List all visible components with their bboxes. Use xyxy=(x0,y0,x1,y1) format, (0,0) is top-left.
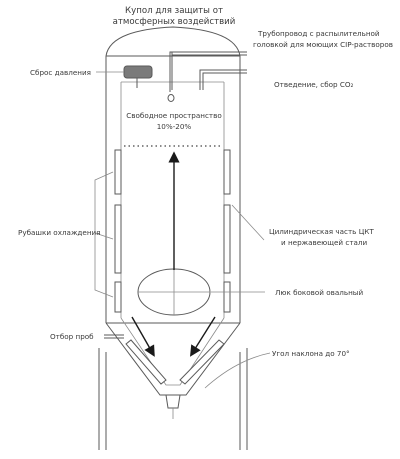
label-free-space-line2: 10%-20% xyxy=(157,122,192,131)
flow-arrow-left-down xyxy=(131,316,155,357)
label-free-space-line1: Свободное пространство xyxy=(126,111,222,120)
co2-pipe-inner xyxy=(202,72,247,90)
leader-lines xyxy=(94,71,271,389)
top-pipes xyxy=(123,51,247,102)
leader-cylinder xyxy=(231,204,265,241)
tank-legs xyxy=(98,348,248,450)
jacket-cone-left xyxy=(125,339,167,385)
cooling-jackets xyxy=(114,149,231,385)
label-cip-line1: Трубопровод с распылительной xyxy=(257,29,380,38)
label-cooling-jackets: Рубашки охлаждения xyxy=(18,228,101,237)
bottom-outlet xyxy=(165,394,181,409)
flow-arrow-right-down xyxy=(190,316,216,357)
jacket-cone-right xyxy=(179,339,225,385)
co2-pipe xyxy=(199,69,247,90)
flow-arrows xyxy=(131,151,216,357)
spray-head xyxy=(167,94,175,102)
label-sampling: Отбор проб xyxy=(50,332,94,341)
jacket-left-1 xyxy=(114,149,122,195)
label-pressure-relief: Сброс давления xyxy=(30,68,91,77)
label-cylinder-line1: Цилиндрическая часть ЦКТ xyxy=(269,227,374,236)
tank-cone-inner xyxy=(120,317,225,386)
label-manhole: Люк боковой овальный xyxy=(275,288,363,297)
leader-cooling-jackets xyxy=(94,171,114,298)
label-cylinder-line2: и нержавеющей стали xyxy=(281,238,368,247)
sampling-port xyxy=(104,334,124,339)
leader-cooling-jackets-mid xyxy=(94,232,114,240)
jacket-left-3 xyxy=(114,281,122,313)
label-cone-angle: Угол наклона до 70° xyxy=(272,349,350,358)
label-dome-line1: Купол для защиты от xyxy=(125,6,223,16)
label-cip-line2: головкой для моющих CIP-растворов xyxy=(253,40,393,49)
leader-cone-angle xyxy=(204,352,271,389)
jacket-right-1 xyxy=(223,149,231,195)
cip-pipe xyxy=(169,51,173,92)
label-co2: Отведение, сбор CO₂ xyxy=(274,80,354,89)
jacket-right-2 xyxy=(223,204,231,274)
tank-dome xyxy=(105,26,241,57)
jacket-right-3 xyxy=(223,281,231,313)
tank-outline xyxy=(105,26,241,419)
jacket-left-2 xyxy=(114,204,122,274)
label-dome-line2: атмосферных воздействий xyxy=(113,17,236,27)
oval-manhole xyxy=(137,268,211,316)
labels: Купол для защиты от атмосферных воздейст… xyxy=(18,6,393,358)
pressure-relief-valve xyxy=(123,65,153,79)
tank-cone-outer xyxy=(105,322,241,396)
